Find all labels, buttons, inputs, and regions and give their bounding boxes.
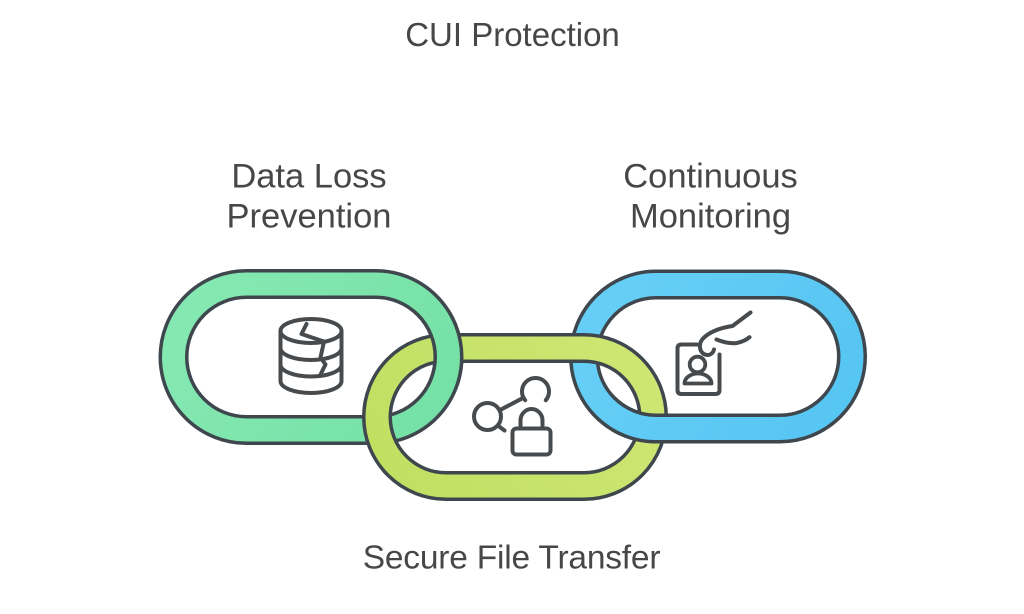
svg-text:Monitoring: Monitoring <box>630 198 791 236</box>
svg-text:Data Loss: Data Loss <box>231 158 386 196</box>
svg-text:Secure File Transfer: Secure File Transfer <box>363 540 661 577</box>
svg-text:Continuous: Continuous <box>623 158 798 196</box>
svg-text:Prevention: Prevention <box>227 198 392 236</box>
svg-text:CUI Protection: CUI Protection <box>405 16 620 53</box>
